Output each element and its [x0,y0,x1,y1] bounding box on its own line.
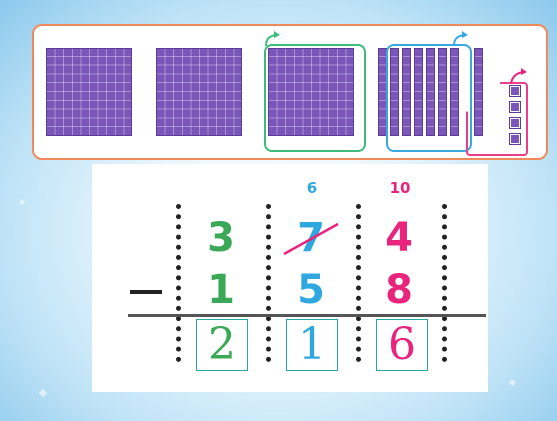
strike-through-mark [278,218,344,258]
regrouped-ones-digit: 10 [380,180,420,196]
answer-tens-box[interactable]: 1 [286,319,338,371]
pink-arrow-icon [508,66,532,86]
regroup-hundreds-outline [264,44,366,152]
minus-sign [130,290,162,294]
base-ten-blocks-panel [32,24,548,160]
result-line [128,314,486,317]
subtrahend-ones-digit: 8 [374,270,424,310]
answer-ones-box[interactable]: 6 [376,319,428,371]
hundred-flat [156,48,242,136]
column-divider [356,204,361,362]
regroup-tens-outline [386,44,472,152]
subtrahend-hundreds-digit: 1 [196,270,246,310]
column-divider [266,204,271,362]
column-subtraction: 6 10 3 7 4 1 5 8 2 1 6 [92,164,488,392]
blue-arrow-icon [450,30,472,48]
subtrahend-tens-digit: 5 [286,270,336,310]
hundred-flat [46,48,132,136]
column-divider [176,204,181,362]
minuend-hundreds-digit: 3 [196,218,246,258]
answer-hundreds-box[interactable]: 2 [196,319,248,371]
regrouped-tens-digit: 6 [292,180,332,196]
column-divider [442,204,447,362]
green-arrow-icon [262,30,284,48]
minuend-ones-digit: 4 [374,218,424,258]
